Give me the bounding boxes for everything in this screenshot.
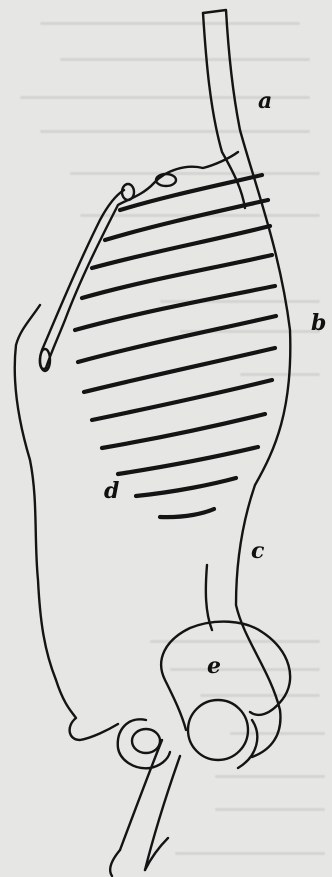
label-a: a <box>258 90 272 112</box>
rib-cage <box>75 175 276 517</box>
clavicle-knob <box>156 174 176 186</box>
rib <box>136 478 236 496</box>
rib <box>92 380 272 420</box>
rib <box>102 414 265 448</box>
femoral-head <box>188 700 248 760</box>
femur-lower <box>110 838 168 876</box>
abdomen-line <box>206 565 212 630</box>
lesser-trochanter <box>132 729 160 753</box>
front-silhouette <box>15 305 118 740</box>
femur <box>118 719 180 870</box>
iliac-crest <box>161 622 290 730</box>
label-d: d <box>104 480 119 502</box>
rib <box>160 509 214 517</box>
label-c: c <box>251 540 264 562</box>
rib <box>118 447 258 474</box>
sternum <box>40 152 238 369</box>
clavicle-knob <box>122 184 134 200</box>
label-e: e <box>207 655 221 677</box>
label-b: b <box>311 312 326 334</box>
